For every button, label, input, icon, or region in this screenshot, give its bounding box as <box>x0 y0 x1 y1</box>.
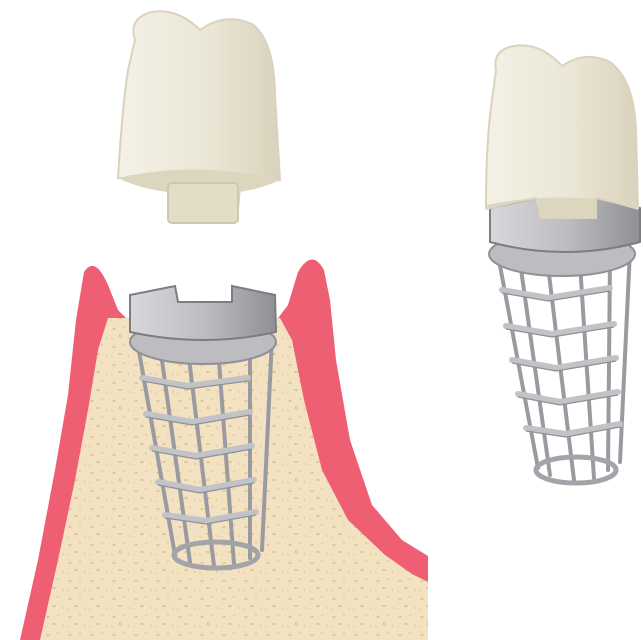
crown-inner-socket <box>168 183 238 223</box>
assembled-implant-panel <box>486 45 640 483</box>
crown-attached <box>486 45 638 218</box>
implant-screw <box>489 198 640 483</box>
crown-detached <box>118 11 280 223</box>
jaw-bone <box>40 318 428 640</box>
abutment-collar <box>130 286 276 340</box>
installed-implant-panel <box>20 259 428 640</box>
